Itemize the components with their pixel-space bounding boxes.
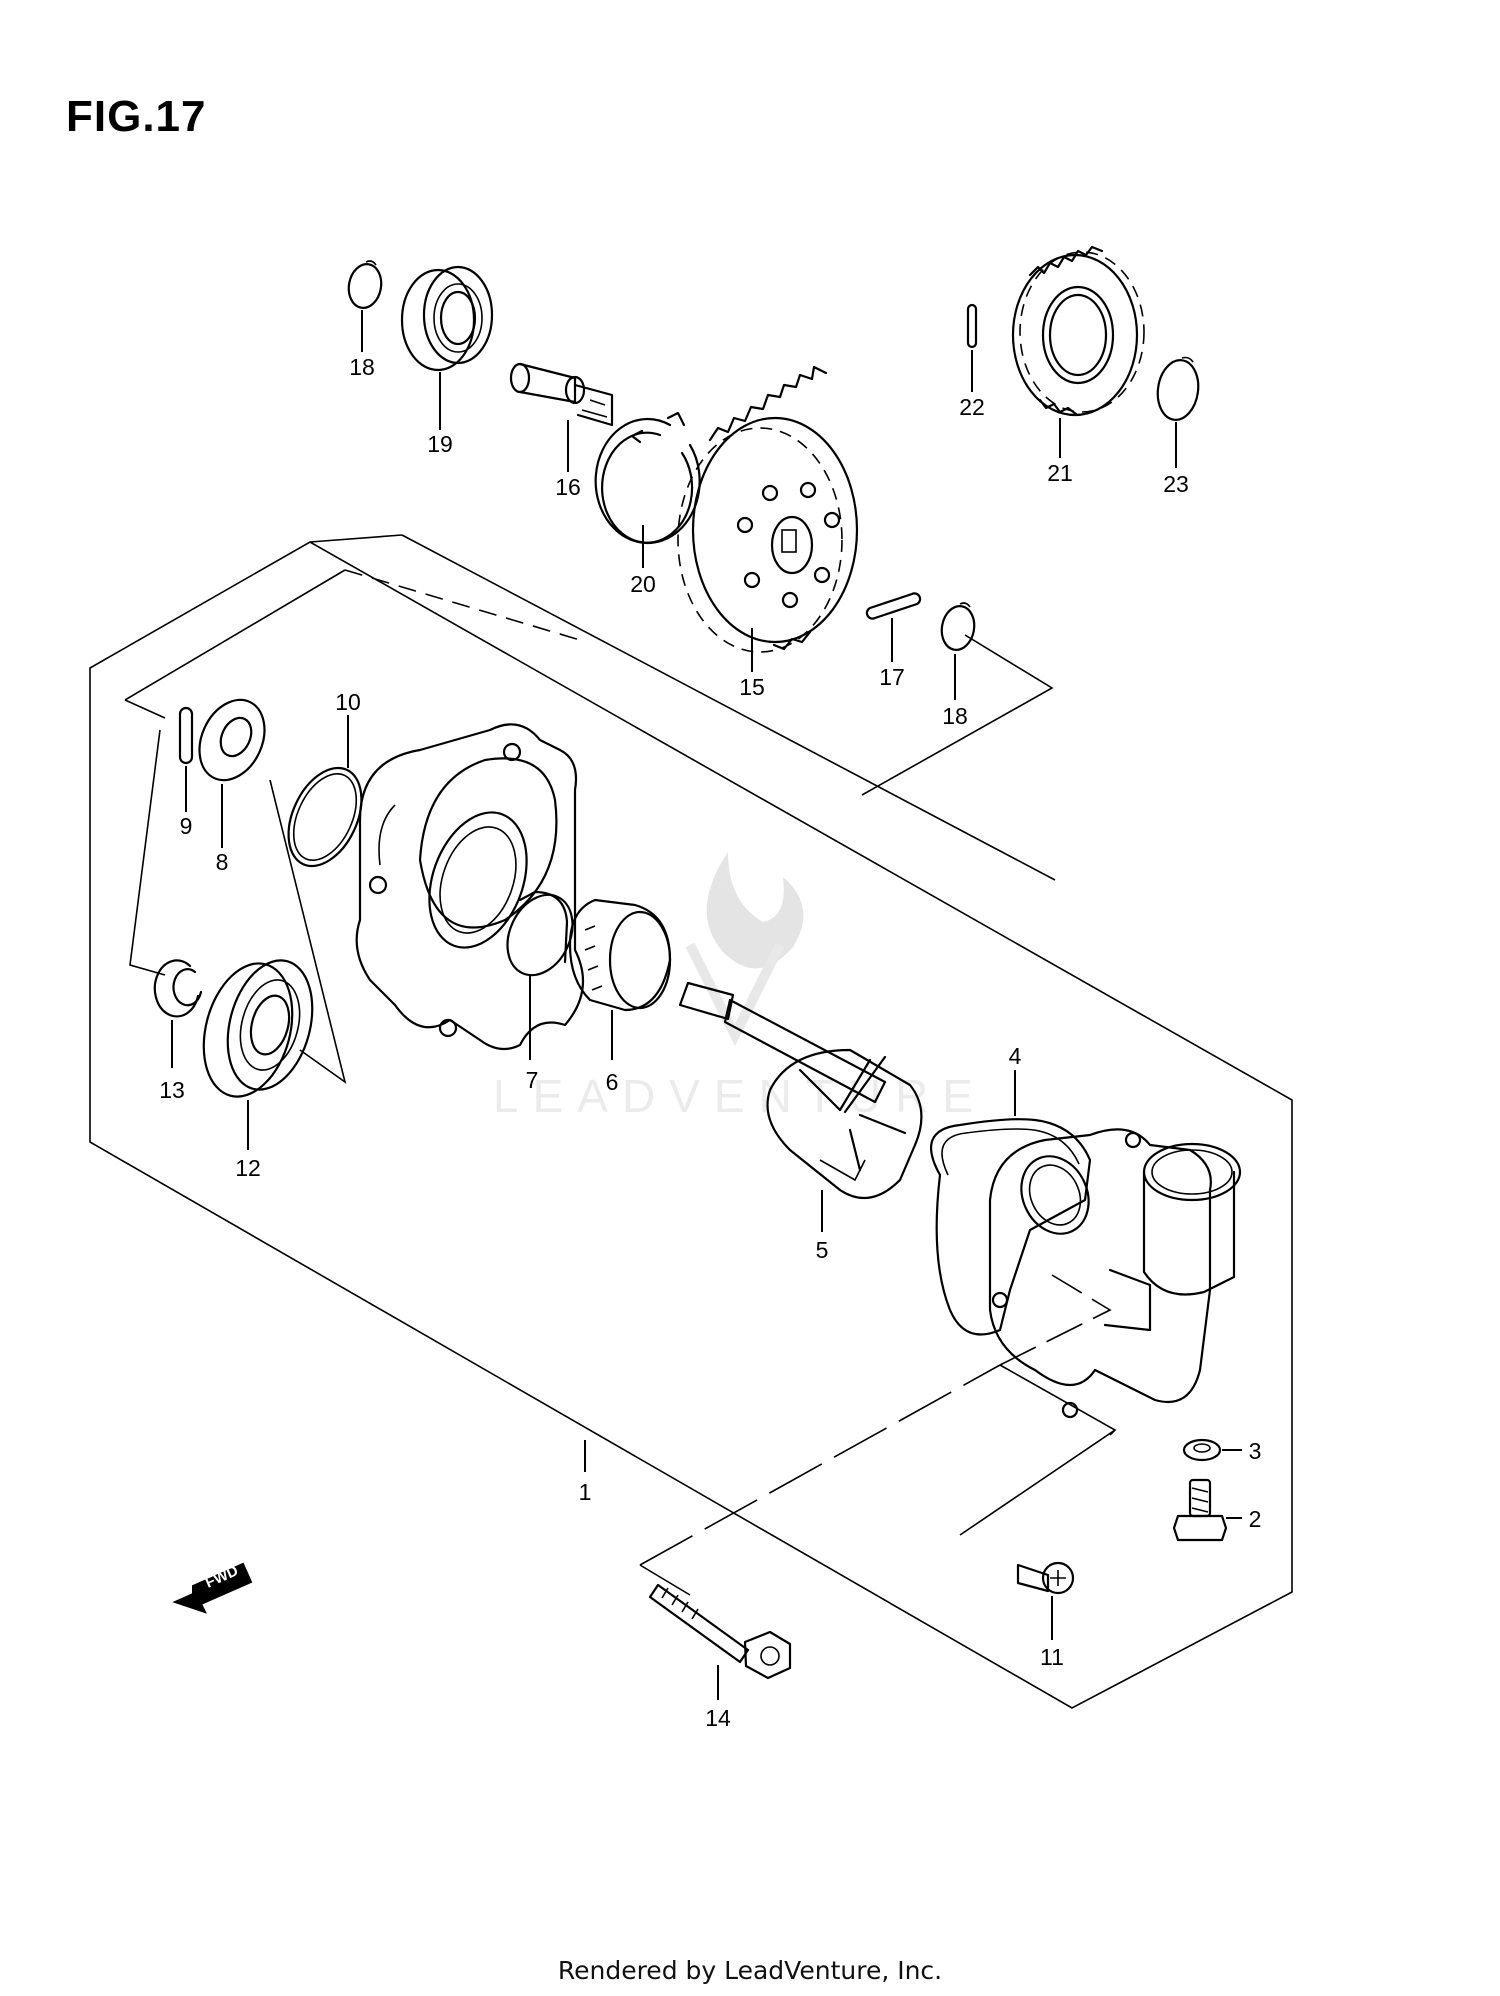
callout-10: 10 [335,689,361,715]
watermark-logo: LEADVENTURE [493,852,987,1122]
part-circlip-18-mid [940,602,976,700]
callout-16: 16 [555,474,581,500]
part-impeller-5 [678,981,923,1232]
callout-2: 2 [1249,1506,1262,1532]
callout-18-top: 18 [349,354,375,380]
part-gear-21 [1011,245,1145,458]
part-shaft-16 [509,362,614,472]
assembly-outline [89,534,1293,1709]
callout-14: 14 [705,1705,731,1731]
part-pin-22 [966,303,978,392]
callout-5: 5 [816,1237,829,1263]
part-circlip-13 [153,959,203,1068]
callout-4: 4 [1009,1043,1022,1069]
part-washer-3 [1182,1438,1242,1462]
callout-18-mid: 18 [942,703,968,729]
part-pump-cover [988,1128,1242,1419]
part-pin-17 [865,592,922,662]
part-screw-11 [1016,1561,1075,1640]
part-gasket-4 [930,1070,1092,1336]
part-seal-8 [198,698,266,848]
callout-17: 17 [879,664,905,690]
part-pin-9 [178,706,194,812]
fwd-arrow-icon: FWD [172,1562,253,1614]
callout-23: 23 [1163,471,1189,497]
part-circlip-23 [1156,356,1200,468]
part-circlip-20 [594,411,701,568]
part-oring-10 [287,715,363,868]
callout-13: 13 [159,1077,185,1103]
callout-20: 20 [630,571,656,597]
part-bearing-12 [202,959,314,1150]
callout-6: 6 [606,1069,619,1095]
watermark-text: LEADVENTURE [493,1070,987,1122]
part-bolt-14 [648,1583,792,1700]
callout-8: 8 [216,849,229,875]
part-gear-15 [677,365,859,672]
callout-21: 21 [1047,460,1073,486]
callout-12: 12 [235,1155,261,1181]
part-ring-7 [506,890,574,1060]
callout-19: 19 [427,431,453,457]
part-seal-6 [568,898,672,1060]
callout-15: 15 [739,674,765,700]
footer-credit: Rendered by LeadVenture, Inc. [557,1956,943,1985]
callout-9: 9 [180,813,193,839]
callout-11: 11 [1040,1644,1064,1670]
callout-22: 22 [959,394,985,420]
figure-title: FIG.17 [66,92,207,141]
part-circlip-18-top [347,260,383,352]
callout-7: 7 [526,1067,539,1093]
part-bearing-19 [400,265,494,430]
part-bolt-2 [1172,1478,1242,1542]
part-pump-case [355,723,585,1051]
callout-labels: 1 2 3 4 5 6 7 8 9 10 11 12 13 14 15 16 1… [159,354,1261,1731]
callout-1: 1 [579,1479,592,1505]
callout-3: 3 [1249,1438,1262,1464]
